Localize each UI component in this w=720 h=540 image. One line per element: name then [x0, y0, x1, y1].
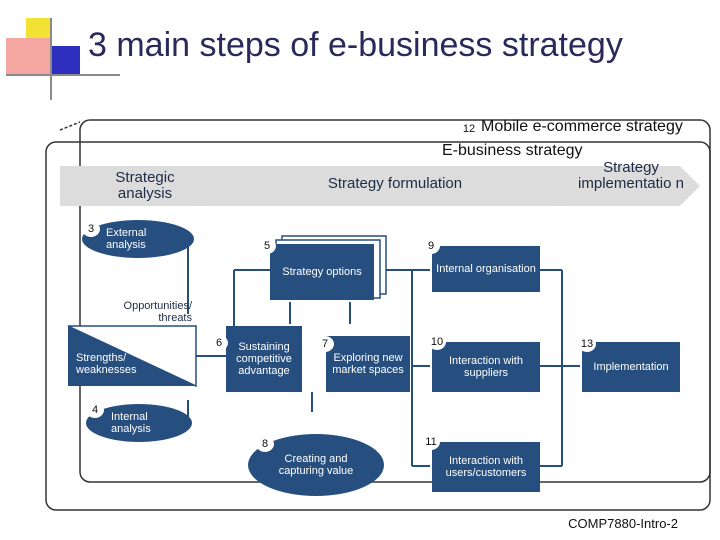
internal-analysis-label: Internal analysis [111, 411, 151, 435]
decor-blue-square [52, 46, 80, 76]
external-analysis-node: External analysis [82, 220, 194, 258]
formulation-arrow [198, 166, 578, 206]
analysis-arrow [60, 166, 220, 206]
node-number-7: 7 [316, 336, 334, 352]
implementation-arrow [556, 166, 700, 206]
frame-perspective-line [59, 121, 81, 131]
mobile-strategy-label: Mobile e-commerce strategy [481, 118, 683, 135]
decor-vertical-line [50, 18, 52, 100]
strategic-analysis-label: Strategic analysis [115, 169, 175, 202]
customer-interaction-node: Interaction with users/customers [432, 442, 540, 492]
sustaining-advantage-node: Sustaining competitive advantage [226, 326, 302, 392]
node-number-8: 8 [256, 436, 274, 452]
node-number-6: 6 [210, 335, 228, 351]
supplier-interaction-node: Interaction with suppliers [432, 342, 540, 392]
strengths-weaknesses-label: Strengths/ weaknesses [76, 352, 137, 376]
creating-value-label: Creating and capturing value [278, 453, 354, 477]
node-number-10: 10 [428, 334, 446, 350]
external-analysis-label: External analysis [106, 227, 147, 251]
decor-red-square [6, 38, 52, 76]
strategy-formulation-label: Strategy formulation [327, 175, 463, 192]
strategy-options-node: Strategy options [270, 244, 374, 300]
implementation-node: Implementation [582, 342, 680, 392]
node-number-3: 3 [82, 221, 100, 237]
slide-footer: COMP7880-Intro-2 [568, 516, 678, 531]
decor-horizontal-line [6, 74, 120, 76]
internal-organisation-node: Internal organisation [432, 246, 540, 292]
node-number-11: 11 [422, 434, 440, 450]
exploring-market-node: Exploring new market spaces [326, 336, 410, 392]
node-number-9: 9 [422, 238, 440, 254]
node-number-12: 12 [460, 121, 478, 137]
strategy-implementation-label: Strategy implementatio n [578, 159, 684, 192]
connector-lines [187, 237, 580, 467]
swot-triangle-bottom [68, 326, 196, 386]
ebusiness-strategy-frame [45, 141, 711, 511]
ebusiness-strategy-label: E-business strategy [442, 142, 583, 159]
node-number-5: 5 [258, 238, 276, 254]
opportunities-threats-label: Opportunities/ threats [123, 300, 192, 324]
slide-title: 3 main steps of e-business strategy [88, 26, 623, 64]
node-number-13: 13 [578, 336, 596, 352]
node-number-4: 4 [86, 402, 104, 418]
